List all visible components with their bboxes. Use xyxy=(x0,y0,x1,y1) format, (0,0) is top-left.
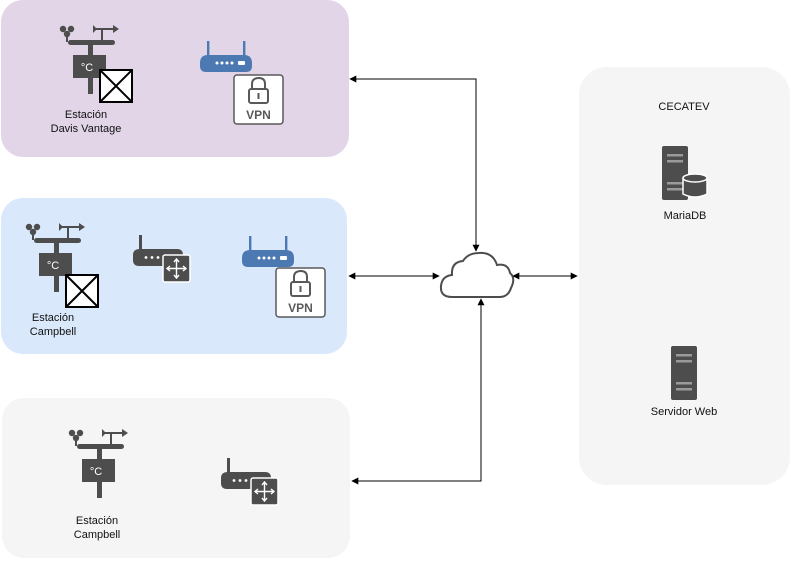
server-icon xyxy=(671,346,697,400)
datalogger-box-icon xyxy=(65,274,99,308)
vpn-label: VPN xyxy=(246,108,271,122)
station-label-davis: Estación Davis Vantage xyxy=(50,109,122,135)
connector-davis-cloud xyxy=(349,75,480,252)
cloud-icon xyxy=(439,251,515,298)
datacenter-title: CECATEV xyxy=(658,101,710,113)
temperature-unit-label: °C xyxy=(90,466,102,478)
temperature-unit-label: °C xyxy=(47,260,59,272)
panel-campbell xyxy=(2,398,350,558)
temperature-unit-label: °C xyxy=(81,62,93,74)
server-label-mariadb: MariaDB xyxy=(663,210,707,222)
vpn-label: VPN xyxy=(288,301,313,315)
database-server-icon xyxy=(662,146,708,200)
station-label-campbell-vpn: Estación Campbell xyxy=(29,312,77,338)
connector-campbell-cloud xyxy=(351,298,485,485)
station-label-campbell: Estación Campbell xyxy=(73,515,121,541)
datalogger-box-icon xyxy=(99,69,133,103)
server-label-web: Servidor Web xyxy=(650,406,718,418)
panel-cecatev xyxy=(579,67,790,485)
